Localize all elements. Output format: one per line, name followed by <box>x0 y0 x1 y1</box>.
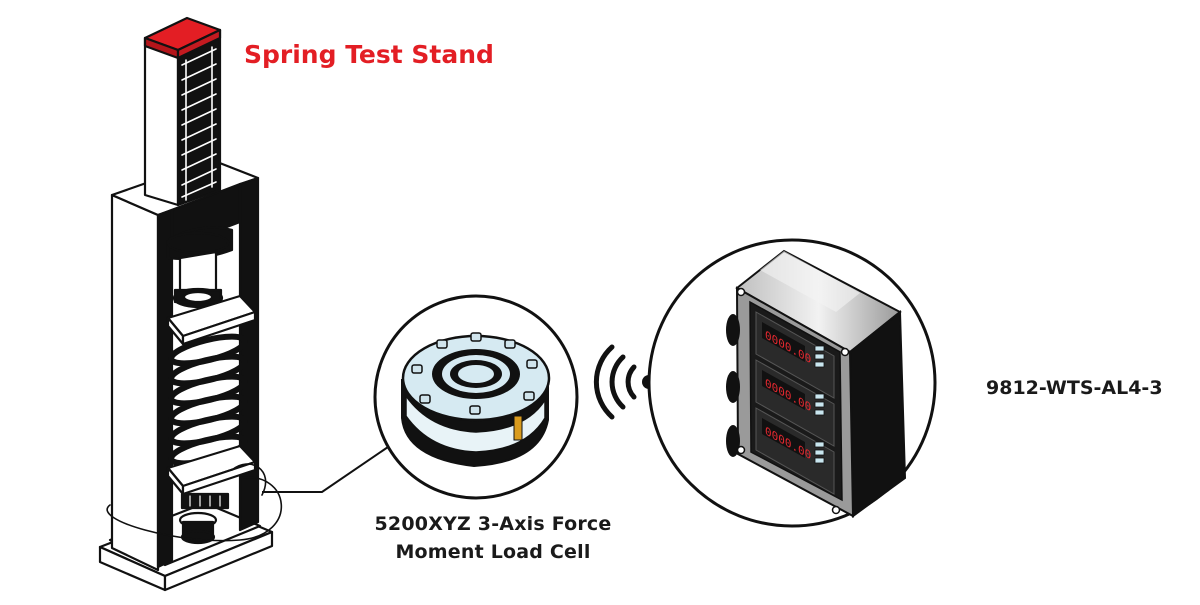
connector-line <box>262 446 389 493</box>
spring-test-stand-icon <box>98 16 283 592</box>
meter-enclosure-icon: 0000.00 0000.00 0000.00 <box>647 238 937 528</box>
wireless-signal-icon <box>593 344 656 420</box>
load-cell-label: 5200XYZ 3-Axis Force Moment Load Cell <box>328 510 658 566</box>
meter-label: 9812-WTS-AL4-3 <box>986 377 1163 399</box>
display-module-2: 0000.00 <box>755 359 835 447</box>
load-cell-label-line-2: Moment Load Cell <box>395 541 591 563</box>
load-cell-icon <box>373 294 579 500</box>
load-cell-label-line-1: 5200XYZ 3-Axis Force <box>374 513 612 535</box>
title-label: Spring Test Stand <box>244 40 494 69</box>
